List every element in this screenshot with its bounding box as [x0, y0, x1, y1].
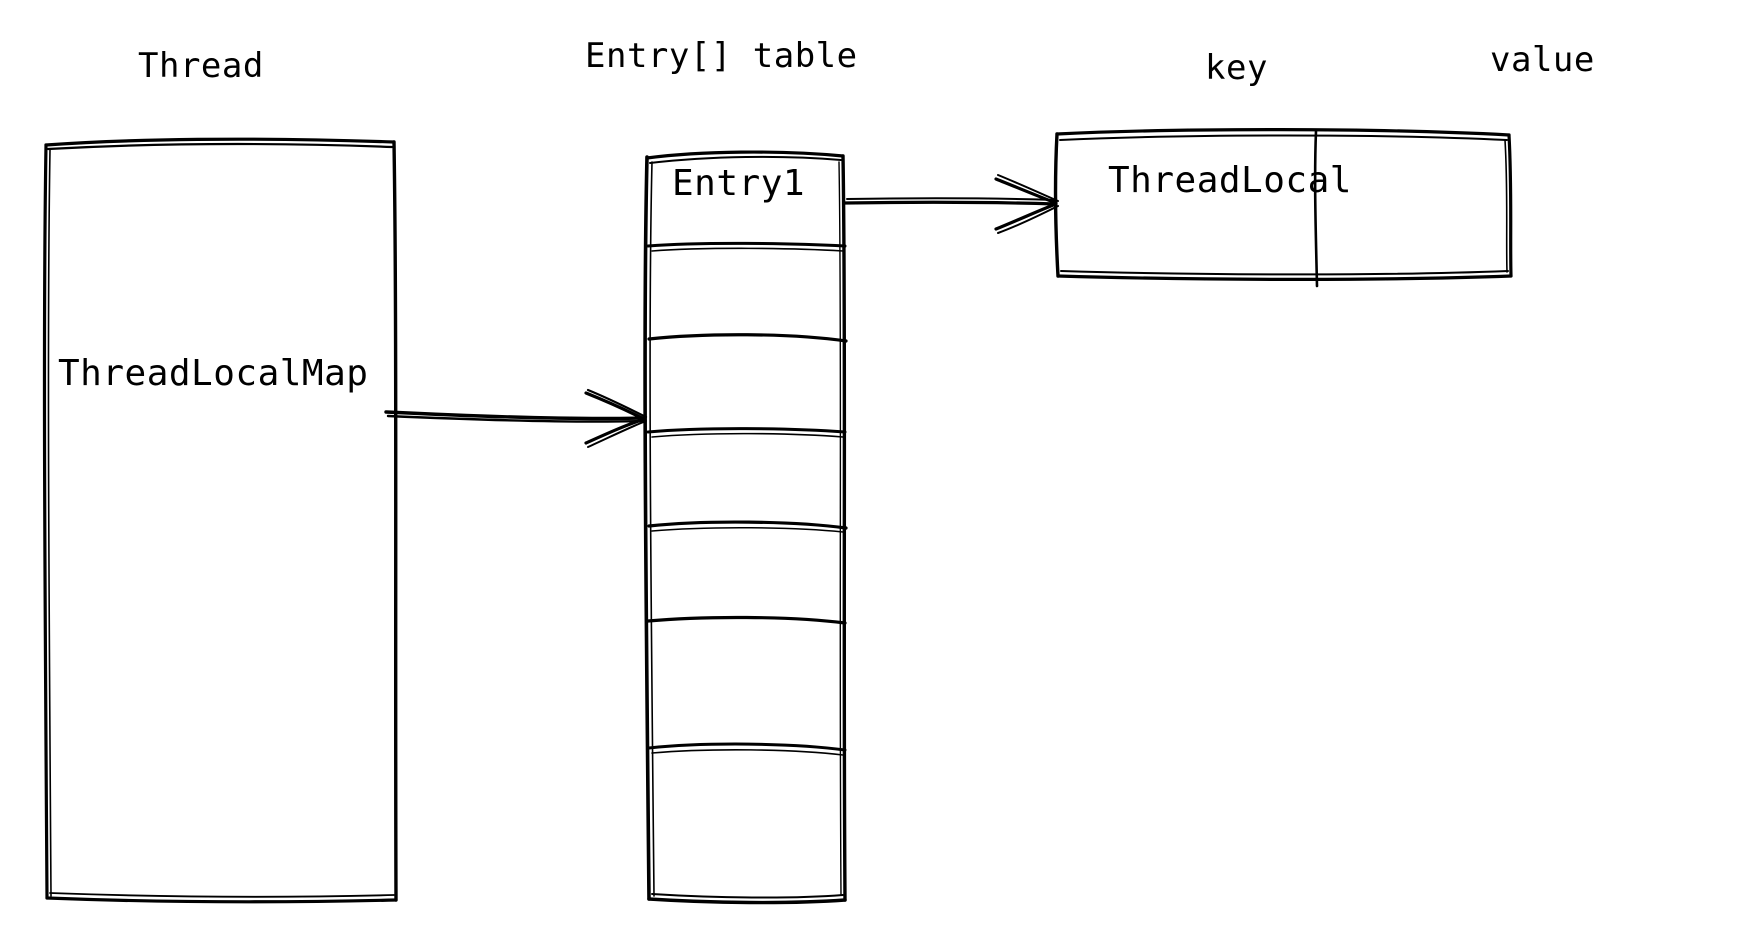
- entry-slot-1-label: Entry1: [672, 163, 806, 204]
- thread-box: [42, 137, 398, 904]
- entry-key-cell-label: ThreadLocal: [1108, 160, 1352, 201]
- key-column-title-label: key: [1205, 48, 1268, 88]
- value-column-title-label: value: [1490, 40, 1595, 80]
- entry-table-title-label: Entry[] table: [585, 36, 858, 76]
- entry-detail-box: [1053, 128, 1513, 288]
- entry-table: [643, 150, 848, 905]
- threadlocalmap-label: ThreadLocalMap: [58, 353, 369, 394]
- thread-title-label: Thread: [138, 46, 264, 86]
- arrow-entry1-to-entry-detail: [843, 174, 1059, 234]
- arrow-threadlocalmap-to-table: [384, 388, 648, 448]
